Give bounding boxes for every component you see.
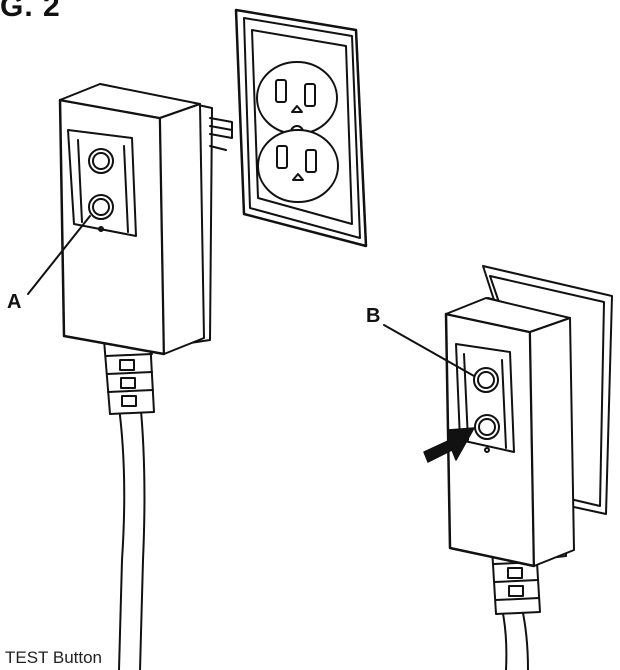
legend-caption: TEST Button	[5, 648, 103, 667]
callout-line-a	[27, 215, 91, 295]
gfci-plug-icon	[58, 83, 233, 670]
wall-outlet-icon	[234, 8, 368, 248]
callout-label-a: A	[7, 291, 22, 313]
callout-label-b: B	[366, 305, 381, 327]
figure-title: G. 2	[0, 0, 61, 23]
callout-line-b	[383, 324, 475, 377]
gfci-plug-icon	[444, 265, 613, 670]
arrow-icon	[423, 427, 475, 463]
